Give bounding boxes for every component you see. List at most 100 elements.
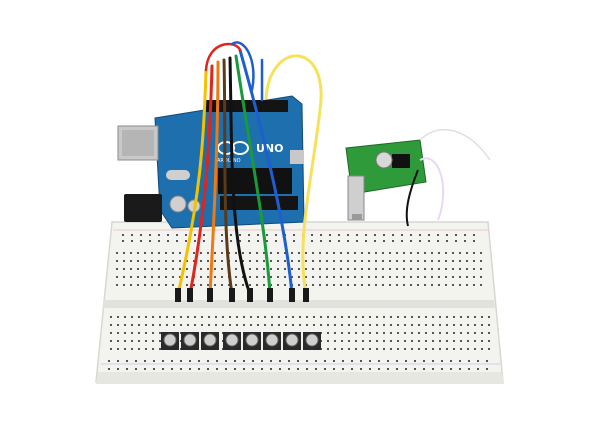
breadboard-hole (355, 340, 357, 342)
breadboard-hole (165, 276, 167, 278)
breadboard-hole (236, 316, 238, 318)
breadboard-hole (466, 284, 468, 286)
push-button (303, 332, 321, 350)
breadboard-hole (159, 332, 161, 334)
breadboard-hole (453, 348, 455, 350)
breadboard-hole (243, 368, 245, 370)
breadboard-hole (311, 240, 313, 242)
breadboard-hole (341, 340, 343, 342)
breadboard-hole (460, 332, 462, 334)
breadboard-hole (292, 316, 294, 318)
breadboard-hole (152, 324, 154, 326)
breadboard-hole (130, 284, 132, 286)
breadboard-hole (418, 316, 420, 318)
wire-blue (238, 48, 294, 296)
breadboard-hole (144, 284, 146, 286)
breadboard-hole (151, 260, 153, 262)
breadboard-hole (327, 316, 329, 318)
breadboard-hole (179, 252, 181, 254)
breadboard-hole (348, 348, 350, 350)
breadboard-hole (375, 284, 377, 286)
breadboard-hole (477, 360, 479, 362)
breadboard-hole (347, 234, 349, 236)
breadboard-hole (326, 276, 328, 278)
breadboard-hole (131, 348, 133, 350)
breadboard-hole (297, 360, 299, 362)
breadboard-hole (432, 360, 434, 362)
breadboard-hole (207, 368, 209, 370)
breadboard-hole (288, 360, 290, 362)
breadboard-hole (137, 276, 139, 278)
breadboard-hole (284, 284, 286, 286)
breadboard-hole (298, 276, 300, 278)
breadboard-hole (144, 260, 146, 262)
wire-yellow (176, 68, 208, 296)
breadboard-hole (369, 348, 371, 350)
breadboard-hole (424, 284, 426, 286)
breadboard-hole (431, 252, 433, 254)
breadboard-hole (216, 360, 218, 362)
breadboard-hole (116, 284, 118, 286)
breadboard-hole (151, 284, 153, 286)
breadboard-hole (390, 332, 392, 334)
breadboard-hole (110, 316, 112, 318)
breadboard-hole (165, 284, 167, 286)
breadboard-hole (221, 252, 223, 254)
breadboard-hole (425, 340, 427, 342)
potentiometer-shaft (347, 175, 365, 221)
breadboard-hole (172, 252, 174, 254)
push-button (161, 332, 179, 350)
crystal (166, 170, 190, 180)
breadboard-hole (446, 316, 448, 318)
breadboard-hole (481, 332, 483, 334)
breadboard-hole (361, 276, 363, 278)
breadboard-hole (468, 360, 470, 362)
breadboard-hole (481, 340, 483, 342)
breadboard-hole (401, 234, 403, 236)
breadboard-hole (437, 234, 439, 236)
breadboard-hole (110, 348, 112, 350)
breadboard-hole (138, 324, 140, 326)
breadboard-hole (453, 340, 455, 342)
uno-label: UNO (256, 142, 284, 155)
breadboard-hole (312, 284, 314, 286)
breadboard-hole (200, 268, 202, 270)
breadboard-hole (131, 234, 133, 236)
breadboard-hole (450, 360, 452, 362)
breadboard-hole (460, 316, 462, 318)
breadboard-hole (320, 316, 322, 318)
breadboard-hole (279, 360, 281, 362)
breadboard-hole (431, 276, 433, 278)
breadboard-hole (376, 324, 378, 326)
breadboard-hole (369, 316, 371, 318)
breadboard-hole (488, 340, 490, 342)
wire-light-yellow (264, 54, 323, 296)
breadboard-hole (131, 324, 133, 326)
breadboard-hole (365, 234, 367, 236)
breadboard-hole (288, 368, 290, 370)
breadboard-hole (198, 360, 200, 362)
breadboard-hole (468, 368, 470, 370)
breadboard-hole (126, 368, 128, 370)
breadboard-hole (368, 260, 370, 262)
breadboard-hole (200, 276, 202, 278)
speaker-wires (405, 129, 491, 227)
breadboard-hole (186, 260, 188, 262)
breadboard-hole (365, 240, 367, 242)
breadboard-hole (291, 268, 293, 270)
breadboard-hole (299, 324, 301, 326)
breadboard-hole (167, 234, 169, 236)
breadboard-hole (176, 234, 178, 236)
breadboard-hole (230, 234, 232, 236)
breadboard-hole (252, 368, 254, 370)
breadboard-hole (347, 240, 349, 242)
breadboard-hole (376, 316, 378, 318)
breadboard-hole (405, 368, 407, 370)
breadboard-hole (291, 260, 293, 262)
breadboard-hole (256, 276, 258, 278)
breadboard-hole (173, 324, 175, 326)
breadboard-hole (123, 252, 125, 254)
breadboard-hole (144, 268, 146, 270)
breadboard-hole (354, 268, 356, 270)
breadboard-hole (312, 276, 314, 278)
